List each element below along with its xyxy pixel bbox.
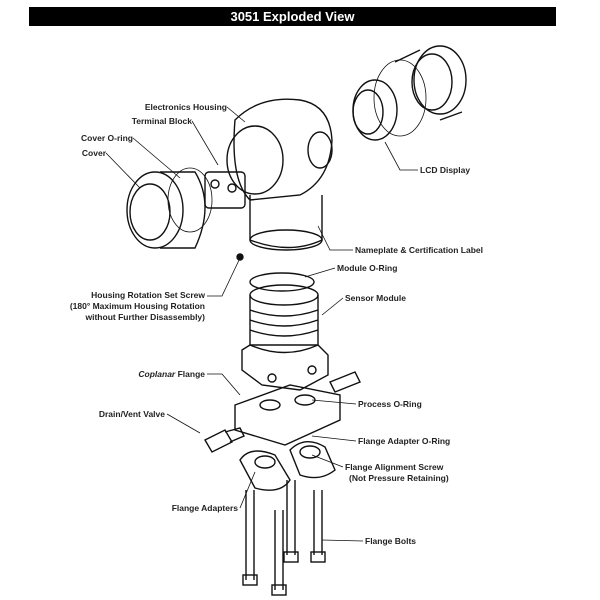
label-drain-vent-valve: Drain/Vent Valve [98, 409, 165, 419]
drain-vent-valve [204, 427, 245, 453]
label-flange-adapters: Flange Adapters [171, 503, 238, 513]
page-title: 3051 Exploded View [230, 9, 355, 24]
label-sensor-module: Sensor Module [345, 293, 406, 303]
set-screw-line-2: (180° Maximum Housing Rotation [69, 301, 205, 311]
label-set-screw: Housing Rotation Set Screw (180° Maximum… [70, 290, 205, 323]
set-screw-line-1: Housing Rotation Set Screw [91, 290, 205, 300]
label-coplanar-flange: Coplanar Flange [138, 369, 205, 380]
label-module-oring: Module O-Ring [337, 263, 398, 273]
set-screw [236, 253, 244, 261]
lcd-display [352, 45, 467, 141]
label-cover-oring: Cover O-ring [81, 133, 133, 143]
terminal-block [204, 171, 246, 209]
coplanar-italic: Coplanar [138, 369, 176, 379]
sensor-module [241, 284, 329, 391]
coplanar-rest: Flange [175, 369, 205, 379]
label-terminal-block: Terminal Block [131, 116, 192, 126]
vent-plug [329, 371, 361, 393]
coplanar-flange [234, 384, 341, 446]
set-screw-line-3: without Further Disassembly) [85, 312, 206, 322]
label-flange-adapter-oring: Flange Adapter O-Ring [358, 436, 451, 446]
label-process-oring: Process O-Ring [358, 399, 422, 409]
module-oring [249, 272, 315, 292]
label-nameplate: Nameplate & Certification Label [355, 245, 484, 255]
flange-bolts [242, 480, 326, 596]
label-flange-bolts: Flange Bolts [365, 536, 417, 546]
electronics-housing [226, 98, 333, 251]
label-electronics-housing: Electronics Housing [144, 102, 227, 112]
cover [126, 167, 213, 249]
flange-adapters [239, 441, 336, 491]
label-lcd-display: LCD Display [420, 165, 471, 175]
leader-lines [105, 106, 418, 542]
label-alignment-screw: Flange Alignment Screw (Not Pressure Ret… [345, 462, 449, 484]
alignment-screw-line-2: (Not Pressure Retaining) [349, 473, 449, 483]
title-bar: 3051 Exploded View [29, 7, 556, 26]
label-cover: Cover [81, 148, 106, 158]
alignment-screw-line-1: Flange Alignment Screw [345, 462, 444, 472]
